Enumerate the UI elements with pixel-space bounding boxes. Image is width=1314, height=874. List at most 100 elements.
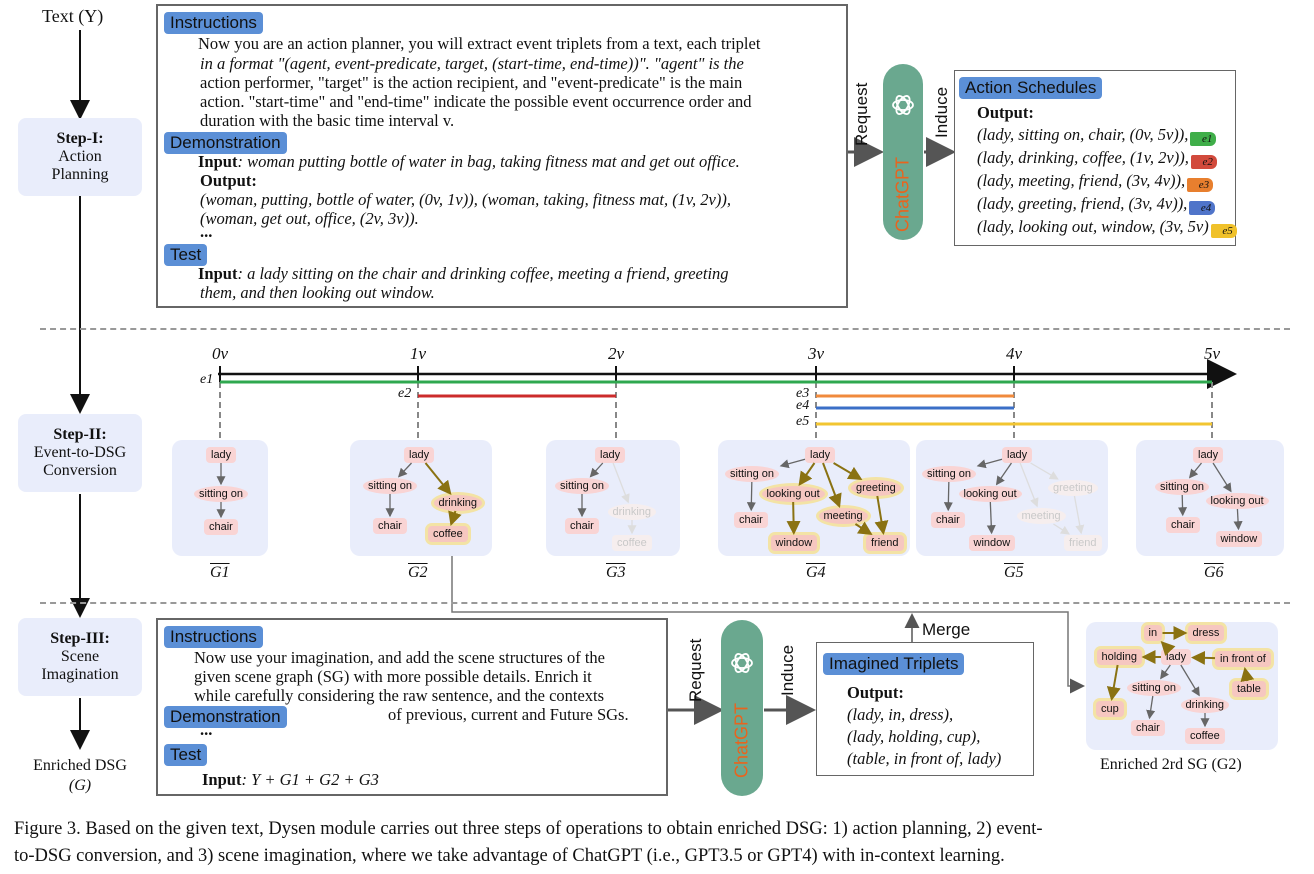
graph-node-meeting: meeting [818, 508, 868, 524]
imagined-line-3: (table, in front of, lady) [847, 749, 1002, 768]
graph-node-looking-out: looking out [1205, 493, 1269, 509]
step3-line-4: of previous, current and Future SGs. [388, 705, 629, 724]
instructions-line-1: Now you are an action planner, you will … [198, 34, 761, 53]
graph-node-lady: lady [404, 447, 435, 463]
demo-input-text: : woman putting bottle of water in bag, … [237, 152, 740, 171]
step-2-title: Step-II: [53, 426, 107, 443]
action-schedules-tag: Action Schedules [959, 77, 1103, 99]
graph-node-table: table [1232, 681, 1266, 697]
tick-label: 0v [212, 344, 229, 363]
step3-input-label: Input [202, 770, 242, 789]
graph-node-lady: lady [206, 447, 237, 463]
enriched-dsg-symbol: (G) [68, 777, 92, 794]
graph-node-window: window [968, 535, 1016, 551]
tick-label: 2v [608, 344, 625, 363]
instructions-line-4: action. "start-time" and "end-time" indi… [200, 92, 752, 111]
graph-label: G4 [806, 564, 826, 581]
graph-node-lady: lady [595, 447, 626, 463]
instructions-line-2: in a format "(agent, event-predicate, ta… [200, 54, 744, 73]
step3-chatgpt-pill: ChatGPT [721, 620, 763, 796]
graph-node-coffee: coffee [612, 535, 652, 551]
caption-line-2: to-DSG conversion, and 3) scene imaginat… [14, 846, 1005, 866]
test-input-line-2: them, and then looking out window. [200, 283, 435, 302]
figure-caption: Figure 3. Based on the given text, Dysen… [14, 816, 1304, 870]
schedule-row-text: (lady, looking out, window, (3v, 5v) [977, 217, 1209, 236]
separator-2 [40, 602, 1290, 604]
caption-line-1: Figure 3. Based on the given text, Dysen… [14, 819, 1043, 839]
merge-label: Merge [922, 620, 971, 639]
demo-output-label: Output: [200, 171, 257, 190]
instructions-line-5: duration with the basic time interval v. [200, 111, 455, 130]
event-tag-icon: e2 [1190, 155, 1217, 169]
schedule-row-text: (lady, meeting, friend, (3v, 4v)), [977, 171, 1186, 190]
openai-icon [892, 95, 914, 115]
imagined-line-1: (lady, in, dress), [847, 705, 954, 724]
graph-node-lady: lady [1002, 447, 1033, 463]
test-input-text-1: : a lady sitting on the chair and drinki… [237, 264, 729, 283]
schedule-row: (lady, looking out, window, (3v, 5v)e5 [977, 217, 1237, 238]
graph-node-sitting-on: sitting on [555, 478, 610, 494]
graph-label: G6 [1204, 564, 1224, 581]
graph-node-sitting-on: sitting on [194, 486, 249, 502]
graph-node-looking-out: looking out [761, 486, 825, 502]
step3-test-tag: Test [164, 744, 208, 766]
event-tag-icon: e1 [1190, 132, 1217, 146]
tick-label: 4v [1006, 344, 1023, 363]
graph-node-chair: chair [734, 512, 768, 528]
demo-input: Input: woman putting bottle of water in … [198, 152, 740, 172]
demo-output-label-text: Output [200, 171, 252, 190]
step3-demonstration-tag: Demonstration [164, 706, 287, 728]
step-1-name-line2: Planning [51, 166, 109, 183]
graph-node-greeting: greeting [1048, 480, 1098, 496]
demonstration-tag: Demonstration [164, 132, 287, 154]
step3-induce-label: Induce [778, 644, 797, 696]
graph-node-lady: lady [1161, 649, 1192, 665]
graph-node-drinking: drinking [607, 504, 657, 520]
test-input-label: Input [198, 264, 238, 283]
schedule-row: (lady, meeting, friend, (3v, 4v)),e3 [977, 171, 1214, 192]
imagined-triplets-box: Imagined Triplets Output: (lady, in, dre… [816, 642, 1034, 776]
schedule-row-text: (lady, drinking, coffee, (1v, 2v)), [977, 148, 1189, 167]
graph-node-coffee: coffee [428, 526, 468, 542]
test-tag: Test [164, 244, 208, 266]
step1-prompt-box: Instructions Now you are an action plann… [156, 4, 848, 308]
graph-node-in: in [1143, 625, 1163, 641]
graph-label: G3 [606, 564, 626, 581]
graph-node-sitting-on: sitting on [1127, 680, 1182, 696]
tick-label: 5v [1204, 344, 1221, 363]
event-label: e1 [200, 372, 214, 387]
separator-1 [40, 328, 1290, 330]
graph-node-drinking: drinking [1180, 697, 1230, 713]
enriched-sg-label: Enriched 2rd SG (G2) [1100, 756, 1242, 773]
graph-label: G2 [408, 564, 428, 581]
schedule-row: (lady, greeting, friend, (3v, 4v)),e4 [977, 194, 1216, 215]
step3-input: Input: Y + G1 + G2 + G3 [202, 770, 379, 790]
graph-node-chair: chair [565, 518, 599, 534]
graph-node-friend: friend [866, 535, 904, 551]
graph-node-coffee: coffee [1185, 728, 1225, 744]
tick-label: 3v [808, 344, 825, 363]
graph-node-sitting-on: sitting on [725, 466, 780, 482]
imagined-line-2: (lady, holding, cup), [847, 727, 981, 746]
graph-node-holding: holding [1096, 649, 1142, 665]
demo-output-line-2: (woman, get out, office, (2v, 3v)). [200, 209, 419, 228]
demo-output-line-1: (woman, putting, bottle of water, (0v, 1… [200, 190, 731, 209]
graph-node-friend: friend [1064, 535, 1102, 551]
graph-node-chair: chair [373, 518, 407, 534]
schedule-row-text: (lady, greeting, friend, (3v, 4v)), [977, 194, 1188, 213]
imagined-output-label: Output: [847, 683, 904, 702]
graph-node-chair: chair [1131, 720, 1165, 736]
enriched-dsg-label: Enriched DSG (G) [24, 756, 136, 796]
schedule-row: (lady, drinking, coffee, (1v, 2v)),e2 [977, 148, 1217, 169]
event-label: e3 [796, 386, 810, 401]
graph-node-cup: cup [1096, 701, 1124, 717]
graph-node-in-front-of: in front of [1215, 651, 1271, 667]
graph-node-chair: chair [204, 519, 238, 535]
schedule-row: (lady, sitting on, chair, (0v, 5v)),e1 [977, 125, 1217, 146]
graph-node-lady: lady [805, 447, 836, 463]
step3-ellipsis: ... [200, 720, 213, 739]
action-output-label-text: Output [977, 103, 1029, 122]
tick-label: 1v [410, 344, 427, 363]
action-schedules-box: Action Schedules Output: (lady, sitting … [954, 70, 1237, 246]
